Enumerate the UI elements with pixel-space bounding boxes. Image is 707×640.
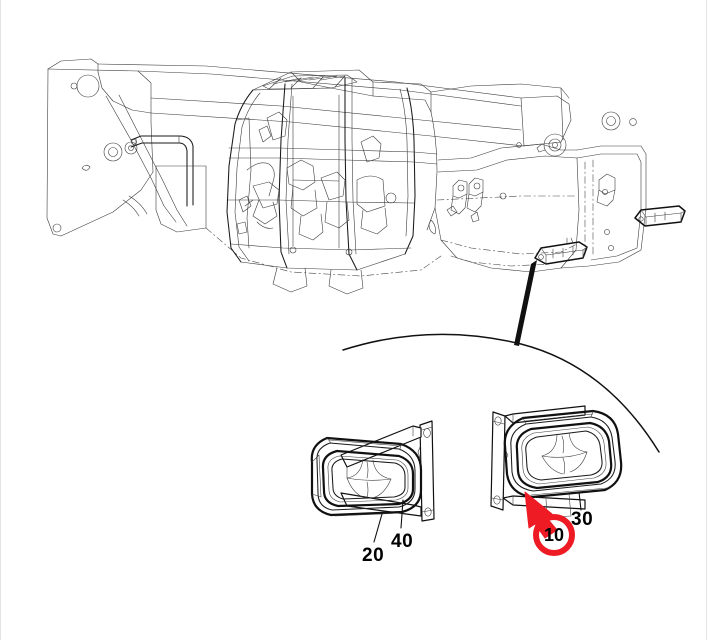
highlight-label-10: 10 <box>543 524 565 545</box>
front-boom-assembly <box>46 58 525 237</box>
rear-chassis <box>428 83 647 273</box>
chassis-lamp-left <box>534 237 588 265</box>
detail-leader-line <box>514 260 537 346</box>
detail-view-arc <box>342 333 660 453</box>
left-lamp-bracket <box>340 420 435 522</box>
callout-label-40: 40 <box>391 531 414 552</box>
side-panel <box>155 165 207 233</box>
highlight-ring-icon <box>533 514 575 556</box>
callout-label-30: 30 <box>571 509 594 530</box>
highlight-badge: 10 <box>533 514 575 556</box>
callout-label-20: 20 <box>362 545 385 566</box>
left-lamp-housing <box>310 436 423 517</box>
right-lamp-assembly <box>490 405 623 519</box>
chassis-lamp-right <box>634 205 686 227</box>
machine-overview <box>46 58 686 295</box>
handrail <box>130 135 194 207</box>
left-lamp-assembly <box>310 420 435 543</box>
right-lamp-housing <box>503 409 623 519</box>
operator-cab <box>226 69 438 295</box>
